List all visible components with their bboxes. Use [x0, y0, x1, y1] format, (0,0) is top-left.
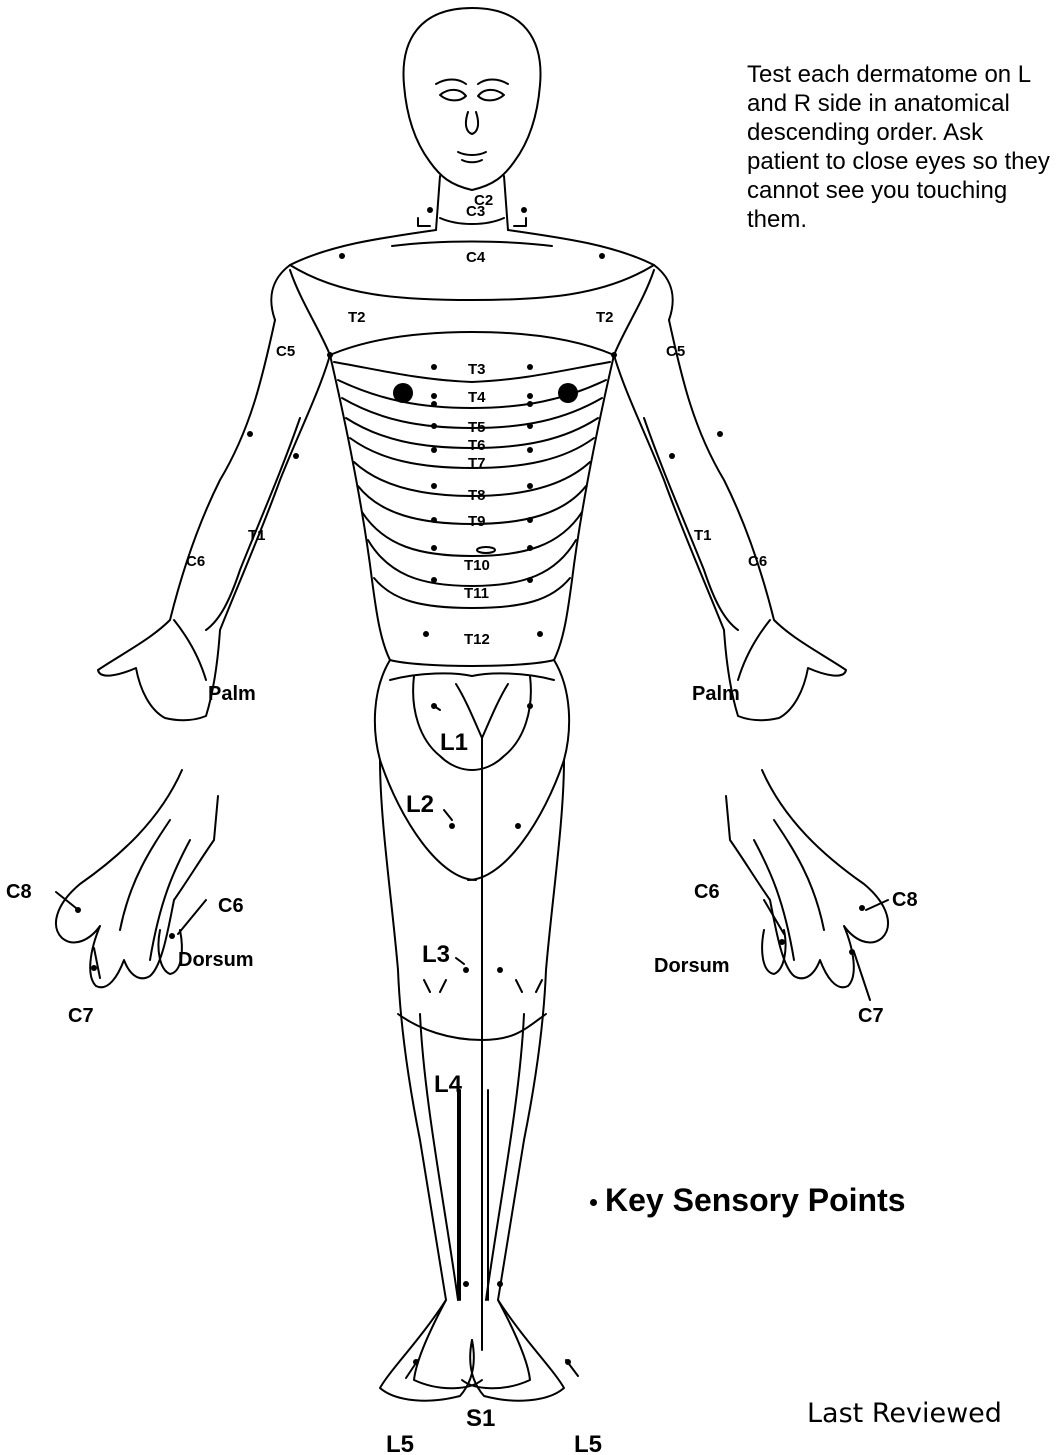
legend-label: Key Sensory Points: [605, 1182, 906, 1218]
left-eye: [440, 90, 466, 101]
instructions-text: Test each dermatome on L and R side in a…: [747, 60, 1056, 234]
label-c5-left: C5: [276, 343, 295, 360]
label-t9: T9: [468, 513, 486, 530]
label-t12: T12: [464, 631, 490, 648]
label-c7-left: C7: [68, 1005, 94, 1027]
label-t4: T4: [468, 389, 486, 406]
legend: Key Sensory Points: [590, 1182, 906, 1219]
label-t11: T11: [464, 585, 489, 602]
right-arm-outline: [614, 320, 846, 720]
label-c7-right: C7: [858, 1005, 884, 1027]
label-t2-right: T2: [596, 309, 614, 326]
legend-dot-icon: [590, 1199, 597, 1206]
instructions-line: Test each dermatome on L: [747, 60, 1056, 89]
label-c4: C4: [466, 249, 486, 266]
label-c6-right-hand: C6: [694, 881, 720, 903]
instructions-line: them.: [747, 205, 1056, 234]
label-c8-right: C8: [892, 889, 918, 911]
label-l5-left: L5: [386, 1431, 414, 1455]
label-palm-left: Palm: [208, 683, 256, 705]
instructions-line: patient to close eyes so they: [747, 147, 1056, 176]
label-dorsum-right: Dorsum: [654, 955, 730, 977]
instructions-line: descending order. Ask: [747, 118, 1056, 147]
label-c5-right: C5: [666, 343, 685, 360]
right-eye: [478, 90, 504, 101]
label-c6-left-hand: C6: [218, 895, 244, 917]
shoulder-band: [271, 230, 672, 320]
label-l5-right: L5: [574, 1431, 602, 1455]
instructions-line: cannot see you touching: [747, 176, 1056, 205]
label-l4: L4: [434, 1071, 463, 1098]
label-c3: C3: [466, 203, 485, 220]
label-c6-right-arm: C6: [748, 553, 767, 570]
label-t6: T6: [468, 437, 486, 454]
label-l1: L1: [440, 729, 468, 756]
label-t3: T3: [468, 361, 486, 378]
label-t1-left: T1: [248, 527, 266, 544]
label-t1-right: T1: [694, 527, 712, 544]
label-t10: T10: [464, 557, 490, 574]
label-t2-left: T2: [348, 309, 366, 326]
instructions-line: and R side in anatomical: [747, 89, 1056, 118]
last-reviewed-text: Last Reviewed: [807, 1398, 1002, 1429]
label-c8-left: C8: [6, 881, 32, 903]
label-t7: T7: [468, 455, 486, 472]
label-l3: L3: [422, 941, 450, 968]
label-s1: S1: [466, 1405, 495, 1432]
nose: [466, 112, 478, 134]
label-dorsum-left: Dorsum: [178, 949, 254, 971]
left-arm-outline: [98, 320, 330, 720]
label-t8: T8: [468, 487, 486, 504]
label-l2: L2: [406, 791, 434, 818]
mouth: [458, 152, 486, 162]
label-palm-right: Palm: [692, 683, 740, 705]
label-c6-left-arm: C6: [186, 553, 205, 570]
label-t5: T5: [468, 419, 486, 436]
